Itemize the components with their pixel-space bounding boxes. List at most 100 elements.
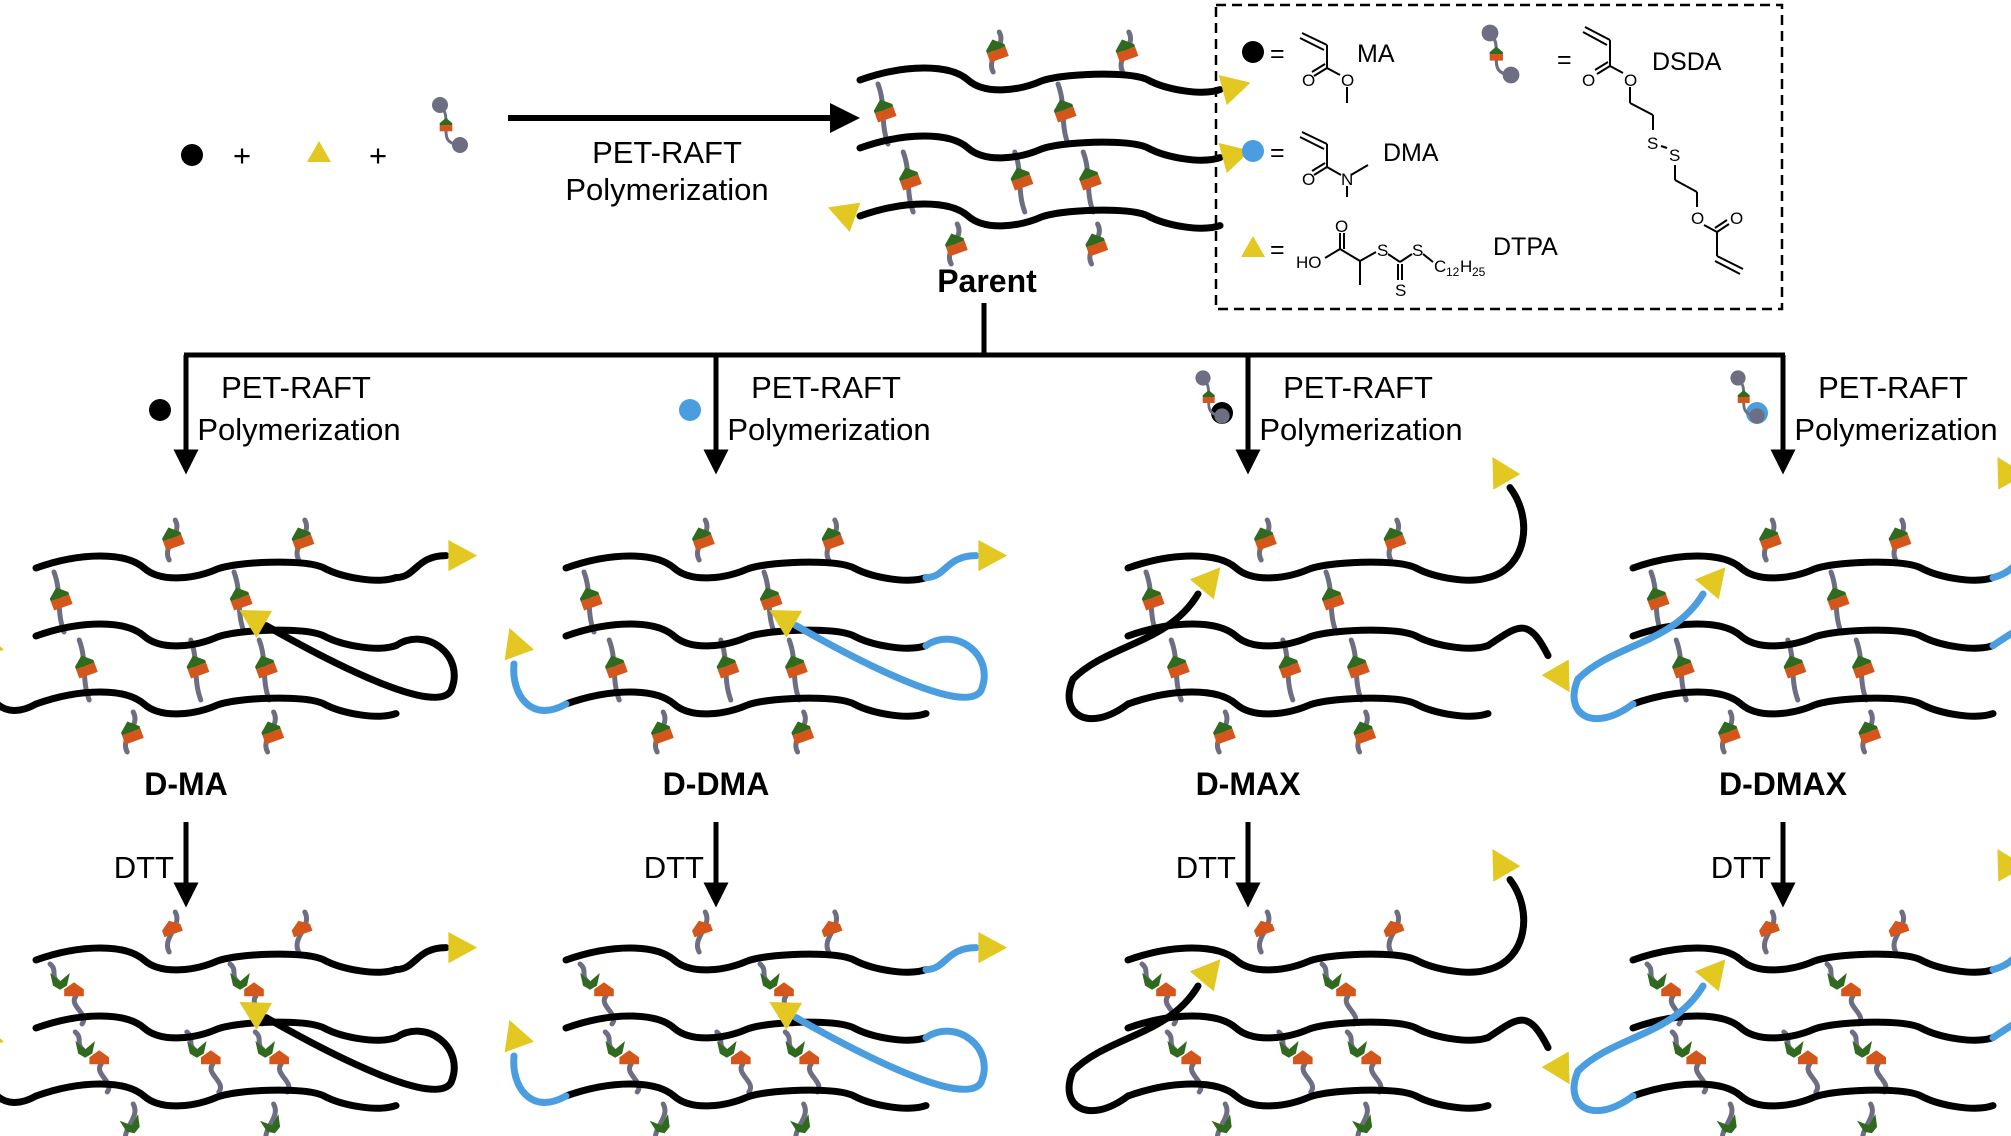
branch-reaction-line2: Polymerization [727, 412, 930, 447]
cleaved-disulfide [201, 1050, 221, 1065]
disulfide-bond [1085, 233, 1109, 257]
green-half [1783, 655, 1804, 670]
green-half [1718, 721, 1738, 736]
green-half [1115, 39, 1136, 54]
raft-triangle [504, 627, 534, 661]
disulfide-bond [821, 527, 845, 551]
orange-half [760, 594, 783, 611]
orange-half [50, 594, 73, 611]
cleaved-disulfide [1142, 973, 1162, 990]
disulfide-bond [1759, 527, 1782, 551]
green-half [1672, 655, 1692, 670]
chain-extension [1570, 982, 1707, 1115]
branch-reaction-line1: PET-RAFT [1818, 370, 1968, 405]
orange-half [1827, 594, 1850, 611]
extended-network [504, 517, 1008, 755]
chain-extension [1065, 590, 1202, 723]
thiol-green [1716, 1114, 1737, 1134]
cleaved-disulfide [1827, 973, 1847, 990]
thiol-green [1211, 1114, 1232, 1134]
green-half [1213, 721, 1233, 736]
atom-o: O [1302, 71, 1315, 90]
ma-monomer-icon [181, 144, 203, 166]
disulfide-bond [1254, 527, 1277, 551]
atom-s: S [1412, 241, 1423, 260]
polymer-backbone [562, 552, 930, 584]
parent-label: Parent [937, 263, 1037, 299]
crosslinker-arm [627, 1061, 642, 1095]
dtt-label: DTT [644, 850, 704, 885]
dtpa-end-group [827, 202, 861, 232]
thiol-orange [1888, 920, 1910, 938]
cleaved-disulfide [50, 973, 70, 990]
raft-triangle [1694, 959, 1726, 992]
thiol-orange [1293, 1050, 1313, 1065]
cleaved-disulfide [1279, 1041, 1299, 1058]
dtpa-end-group [1997, 456, 2011, 490]
polymer-backbone [1629, 688, 1997, 720]
disulfide-bond [1672, 655, 1695, 679]
orange-half [1347, 662, 1370, 679]
green-half [1085, 233, 1105, 248]
green-half [1489, 46, 1503, 54]
vinyl-end [432, 97, 448, 113]
orange-half [1672, 662, 1695, 679]
legend-name-dma: DMA [1383, 139, 1439, 167]
disulfide-bond [261, 721, 285, 745]
orange-half [1784, 662, 1807, 679]
vinyl-end [1502, 66, 1520, 84]
orange-half [162, 534, 185, 551]
cleaved-disulfide [619, 1050, 639, 1065]
crosslinker-arm [1215, 1101, 1230, 1136]
parent-network [827, 29, 1251, 267]
product-label: D-DMAX [1719, 766, 1848, 802]
added-monomers [149, 399, 171, 421]
thiol-green [760, 973, 780, 990]
thiol-green [1852, 1041, 1872, 1058]
green-half [785, 655, 805, 670]
orange-half [1384, 534, 1407, 551]
orange-half [187, 662, 210, 679]
extended-network [1065, 456, 1570, 755]
cleaved-disulfide [1852, 1041, 1872, 1058]
polymer-backbone [32, 944, 400, 976]
crosslinker-arm [793, 1101, 808, 1136]
cleaved-disulfide [75, 1041, 95, 1058]
cleaved-disulfide [1798, 1050, 1818, 1065]
green-half [1353, 721, 1373, 736]
thiol-green [789, 1114, 811, 1134]
cleaved-disulfide [119, 1114, 140, 1134]
thiol-green [717, 1041, 737, 1058]
green-half [439, 117, 453, 125]
orange-half [1759, 534, 1782, 551]
disulfide-bond [1353, 721, 1377, 745]
cleaved-disulfide [255, 1041, 275, 1058]
dma-structure [1299, 131, 1369, 197]
raft-triangle [1997, 456, 2011, 490]
raft-triangle [1997, 848, 2011, 882]
green-half [986, 39, 1006, 54]
degraded-network [0, 909, 478, 1136]
green-half [1759, 527, 1779, 542]
crosslinker-arm [1163, 993, 1179, 1027]
atom-s: S [1669, 146, 1680, 165]
dtpa-end-group [1492, 456, 1521, 490]
polymer-backbone [1629, 1080, 1997, 1112]
crosslinker-arm [71, 993, 87, 1027]
dtpa-end-group [504, 627, 534, 661]
orange-half [986, 46, 1009, 63]
disulfide-bond [986, 39, 1009, 63]
green-half [1167, 655, 1187, 670]
disulfide-bond [1858, 721, 1882, 745]
plus-sign: + [369, 138, 387, 173]
polymer-backbone [1629, 944, 1997, 976]
degraded-network [1570, 848, 2011, 1136]
polymer-backbone [1124, 552, 1492, 584]
polymer-backbone [856, 132, 1224, 164]
dtpa-end-group [1541, 659, 1570, 693]
orange-half [785, 662, 808, 679]
thiol-green [1784, 1041, 1804, 1058]
raft-triangle [769, 1001, 803, 1030]
atom-ho: HO [1296, 253, 1322, 272]
orange-half [945, 240, 968, 257]
